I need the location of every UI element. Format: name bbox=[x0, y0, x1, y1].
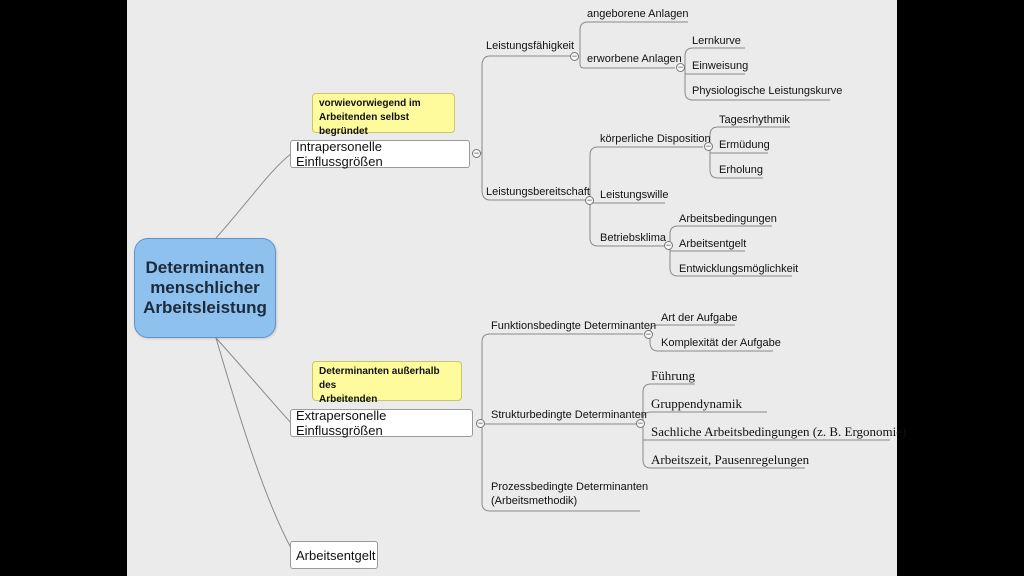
leaf-arbeitszeit[interactable]: Arbeitszeit, Pausenregelungen bbox=[651, 452, 810, 467]
leaf-arbeitsbedingungen[interactable]: Arbeitsbedingungen bbox=[679, 213, 777, 225]
leaf-einweisung[interactable]: Einweisung bbox=[692, 60, 749, 72]
collapse-leistungsbereitschaft-icon[interactable]: − bbox=[585, 195, 594, 205]
leaf-arbeitsentgelt[interactable]: Arbeitsentgelt bbox=[679, 238, 747, 250]
leaf-physiologische-leistungskurve[interactable]: Physiologische Leistungskurve bbox=[692, 85, 843, 97]
leaf-komplexitaet-der-aufgabe[interactable]: Komplexität der Aufgabe bbox=[661, 337, 781, 349]
topic-arbeitsentgelt-label: Arbeitsentgelt bbox=[296, 547, 376, 563]
note-extra: Determinanten außerhalb des Arbeitenden bbox=[312, 361, 462, 405]
collapse-koerperlich-icon[interactable]: − bbox=[704, 141, 713, 151]
topic-prozessbedingte-line-2: (Arbeitsmethodik) bbox=[491, 495, 578, 507]
leaf-art-der-aufgabe[interactable]: Art der Aufgabe bbox=[661, 312, 738, 324]
leaf-erholung[interactable]: Erholung bbox=[719, 164, 764, 176]
collapse-struktur-icon[interactable]: − bbox=[636, 418, 645, 428]
note-extra-line-1: Determinanten außerhalb des bbox=[319, 366, 440, 391]
topic-angeborene-anlagen[interactable]: angeborene Anlagen bbox=[587, 8, 689, 20]
leaf-gruppendynamik[interactable]: Gruppendynamik bbox=[651, 396, 742, 411]
topic-strukturbedingte[interactable]: Strukturbedingte Determinanten bbox=[491, 409, 647, 421]
collapse-leistungsfaehigkeit-icon[interactable]: − bbox=[570, 51, 579, 61]
leaf-lernkurve[interactable]: Lernkurve bbox=[692, 35, 741, 47]
collapse-klima-icon[interactable]: − bbox=[664, 240, 673, 250]
root-line-1: Determinanten bbox=[145, 258, 265, 277]
topic-leistungsbereitschaft[interactable]: Leistungsbereitschaft bbox=[486, 186, 590, 198]
leaf-fuehrung[interactable]: Führung bbox=[651, 368, 696, 383]
collapse-intra-icon[interactable]: − bbox=[472, 148, 481, 158]
leaf-tagesrhythmik[interactable]: Tagesrhythmik bbox=[719, 114, 790, 126]
topic-prozessbedingte[interactable]: Prozessbedingte Determinanten (Arbeitsme… bbox=[491, 480, 648, 508]
note-extra-line-2: Arbeitenden bbox=[319, 394, 378, 405]
topic-leistungswille[interactable]: Leistungswille bbox=[600, 189, 669, 201]
topic-funktionsbedingte[interactable]: Funktionsbedingte Determinanten bbox=[491, 320, 657, 332]
topic-erworbene-anlagen[interactable]: erworbene Anlagen bbox=[587, 53, 682, 65]
topic-arbeitsentgelt[interactable]: Arbeitsentgelt bbox=[290, 541, 378, 569]
topic-leistungsfaehigkeit[interactable]: Leistungsfähigkeit bbox=[486, 40, 575, 52]
note-intra: vorwievorwiegend im Arbeitenden selbst b… bbox=[312, 93, 455, 137]
topic-koerperliche-disposition[interactable]: körperliche Disposition bbox=[600, 133, 711, 145]
topic-extrapersonelle-label: Extrapersonelle Einflussgrößen bbox=[296, 408, 387, 438]
topic-intrapersonelle-label: Intrapersonelle Einflussgrößen bbox=[296, 139, 383, 169]
topic-extrapersonelle[interactable]: Extrapersonelle Einflussgrößen bbox=[290, 408, 473, 438]
leaf-ermuedung[interactable]: Ermüdung bbox=[719, 139, 770, 151]
root-line-3: Arbeitsleistung bbox=[143, 298, 267, 317]
collapse-funktion-icon[interactable]: − bbox=[644, 329, 653, 339]
collapse-extra-icon[interactable]: − bbox=[476, 418, 485, 428]
root-line-2: menschlicher bbox=[150, 278, 260, 297]
root-topic[interactable]: Determinanten menschlicher Arbeitsleistu… bbox=[134, 238, 276, 338]
note-intra-line-1: vorwievorwiegend im bbox=[319, 98, 421, 109]
leaf-sachliche-arbeitsbedingungen[interactable]: Sachliche Arbeitsbedingungen (z. B. Ergo… bbox=[651, 424, 907, 439]
note-intra-line-2: Arbeitenden selbst begründet bbox=[319, 112, 410, 137]
topic-betriebsklima[interactable]: Betriebsklima bbox=[600, 232, 667, 244]
topic-prozessbedingte-line-1: Prozessbedingte Determinanten bbox=[491, 481, 649, 493]
collapse-erworben-icon[interactable]: − bbox=[676, 62, 685, 72]
topic-intrapersonelle[interactable]: Intrapersonelle Einflussgrößen bbox=[290, 139, 470, 169]
leaf-entwicklungsmoeglichkeit[interactable]: Entwicklungsmöglichkeit bbox=[679, 263, 799, 275]
